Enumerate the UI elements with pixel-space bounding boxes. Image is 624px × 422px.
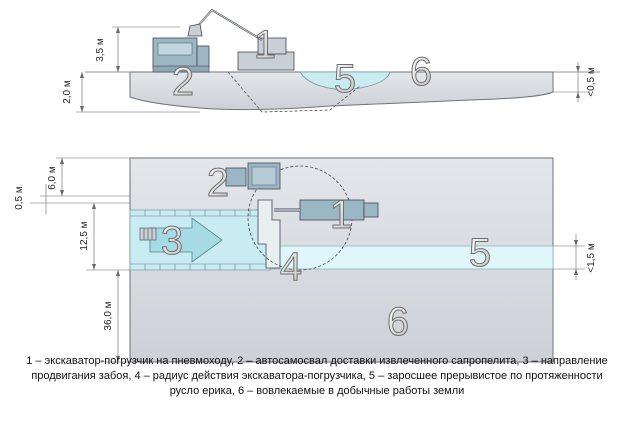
strip-ticks (130, 210, 270, 270)
dim-label-36m: 36,0 м (103, 301, 114, 330)
dim-label-0-5m: 0,5 м (14, 186, 25, 210)
callout-5-side: 5 (334, 57, 356, 101)
dim-label-depth: 2,0 м (62, 80, 73, 104)
callout-6-side: 6 (410, 50, 432, 94)
dim-label-12-5m: 12,5 м (79, 221, 90, 250)
dim-water-depth: <0,5 м (553, 62, 597, 102)
dim-label-height: 3,5 м (95, 38, 106, 62)
callout-5-plan: 5 (469, 231, 491, 275)
dim-label-6m: 6,0 м (47, 166, 58, 190)
channel-strip (264, 245, 554, 270)
callout-1-plan: 1 (330, 193, 352, 237)
work-face (257, 199, 281, 269)
dim-label-channel: <1,5 м (586, 243, 597, 273)
pit-outline (227, 71, 361, 113)
plan-view: 6,0 м 0,5 м 12,5 м 36,0 м <1,5 м 2 1 3 4… (14, 157, 597, 363)
callout-6-plan: 6 (387, 300, 409, 344)
excavator-plan (274, 199, 379, 221)
callout-2-plan: 2 (207, 161, 229, 205)
dump-truck (152, 37, 210, 73)
arrow-channel-bottom (574, 269, 578, 275)
advance-arrow (149, 217, 223, 263)
callout-4-plan: 4 (280, 245, 302, 289)
dump-truck-plan (225, 162, 281, 190)
callout-2-side: 2 (172, 60, 194, 104)
callout-1-side: 1 (254, 23, 276, 67)
arrow-channel-top (574, 240, 578, 246)
excavator (187, 8, 295, 71)
dim-height-excavator: 3,5 м (95, 26, 180, 72)
callout-3-plan: 3 (161, 219, 183, 263)
figure-caption: 1 – экскаватор-погрузчик на пневмоходу, … (26, 355, 608, 397)
dim-arrowheads-left (60, 158, 120, 362)
dim-channel-width (553, 234, 585, 280)
side-view: 3,5 м 2,0 м <0,5 м 2 1 5 6 (62, 8, 600, 113)
dim-chain-left (30, 157, 130, 363)
dim-label-water-depth: <0,5 м (586, 67, 597, 97)
water-lens (299, 71, 391, 91)
bucket-marker (139, 227, 157, 241)
dim-depth: 2,0 м (62, 72, 200, 113)
